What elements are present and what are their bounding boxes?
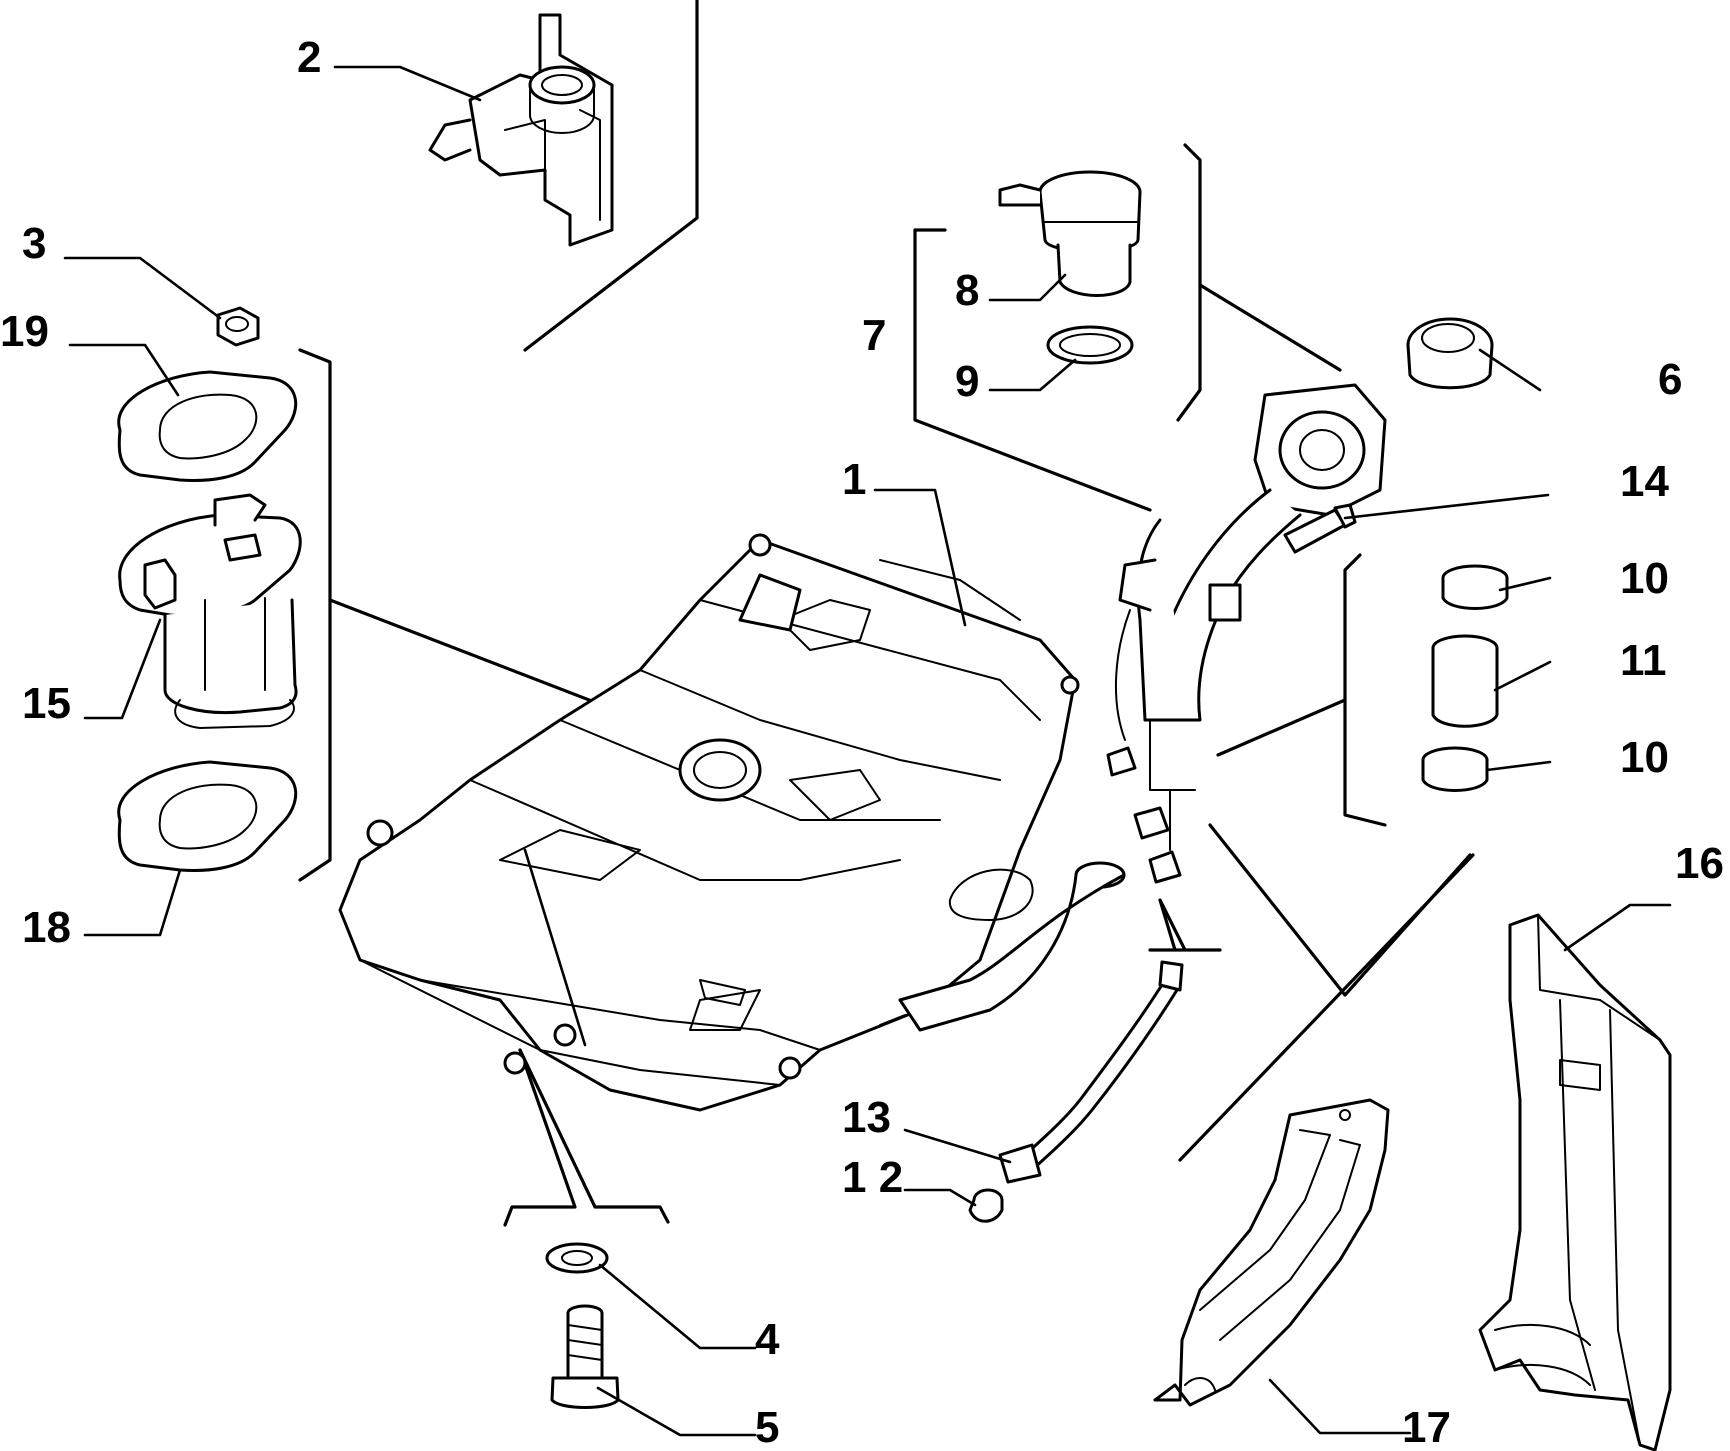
part-15-fuel-pump[interactable] <box>118 493 302 729</box>
filler-neck-assembly[interactable] <box>1106 383 1387 884</box>
callout-1[interactable]: 1 <box>842 455 866 504</box>
callout-labels: 2 3 19 15 18 1 7 8 9 6 14 10 11 10 16 13… <box>0 33 1724 1451</box>
part-11-sleeve[interactable] <box>1431 634 1499 728</box>
part-16-heat-shield[interactable] <box>1478 913 1672 1451</box>
part-10-clamp-lower[interactable] <box>1421 746 1489 792</box>
callout-3[interactable]: 3 <box>22 219 46 268</box>
callout-10-upper[interactable]: 10 <box>1620 554 1669 603</box>
part-1-fuel-tank[interactable] <box>338 533 1080 1112</box>
part-12-connector[interactable] <box>968 1188 1004 1223</box>
callout-16[interactable]: 16 <box>1675 839 1724 888</box>
callout-18[interactable]: 18 <box>22 903 71 952</box>
part-5-bolt[interactable] <box>550 1304 620 1409</box>
callout-13[interactable]: 13 <box>842 1093 891 1142</box>
callout-7[interactable]: 7 <box>862 311 886 360</box>
callout-15[interactable]: 15 <box>22 679 71 728</box>
leader-lines <box>63 65 1672 1437</box>
part-8-valve[interactable] <box>998 170 1142 297</box>
part-2-valve-bracket[interactable] <box>428 13 614 247</box>
part-18-gasket[interactable] <box>117 760 298 872</box>
callout-11[interactable]: 11 <box>1620 636 1667 685</box>
part-14-fitting[interactable] <box>1283 503 1357 554</box>
callout-12[interactable]: 1 2 <box>842 1153 903 1202</box>
part-9-seal-ring[interactable] <box>1046 325 1134 365</box>
part-19-cover-flange[interactable] <box>117 370 298 482</box>
callout-5[interactable]: 5 <box>755 1403 779 1451</box>
part-4-washer[interactable] <box>545 1242 609 1274</box>
callout-2[interactable]: 2 <box>297 33 321 82</box>
callout-9[interactable]: 9 <box>955 357 979 406</box>
callout-19[interactable]: 19 <box>0 307 49 356</box>
part-10-clamp-upper[interactable] <box>1441 564 1509 610</box>
callout-6[interactable]: 6 <box>1658 355 1682 404</box>
section-dividers <box>298 0 1475 1227</box>
callout-10-lower[interactable]: 10 <box>1620 733 1669 782</box>
callout-17[interactable]: 17 <box>1402 1403 1451 1451</box>
part-17-guard[interactable] <box>1153 1098 1390 1407</box>
part-6-filler-cap[interactable] <box>1406 317 1494 390</box>
callout-4[interactable]: 4 <box>755 1315 780 1364</box>
callout-8[interactable]: 8 <box>955 266 979 315</box>
return-pipe[interactable] <box>879 861 1126 1032</box>
callout-14[interactable]: 14 <box>1620 457 1669 506</box>
part-13-fuel-line[interactable] <box>998 960 1184 1184</box>
part-3-nut[interactable] <box>216 306 260 347</box>
